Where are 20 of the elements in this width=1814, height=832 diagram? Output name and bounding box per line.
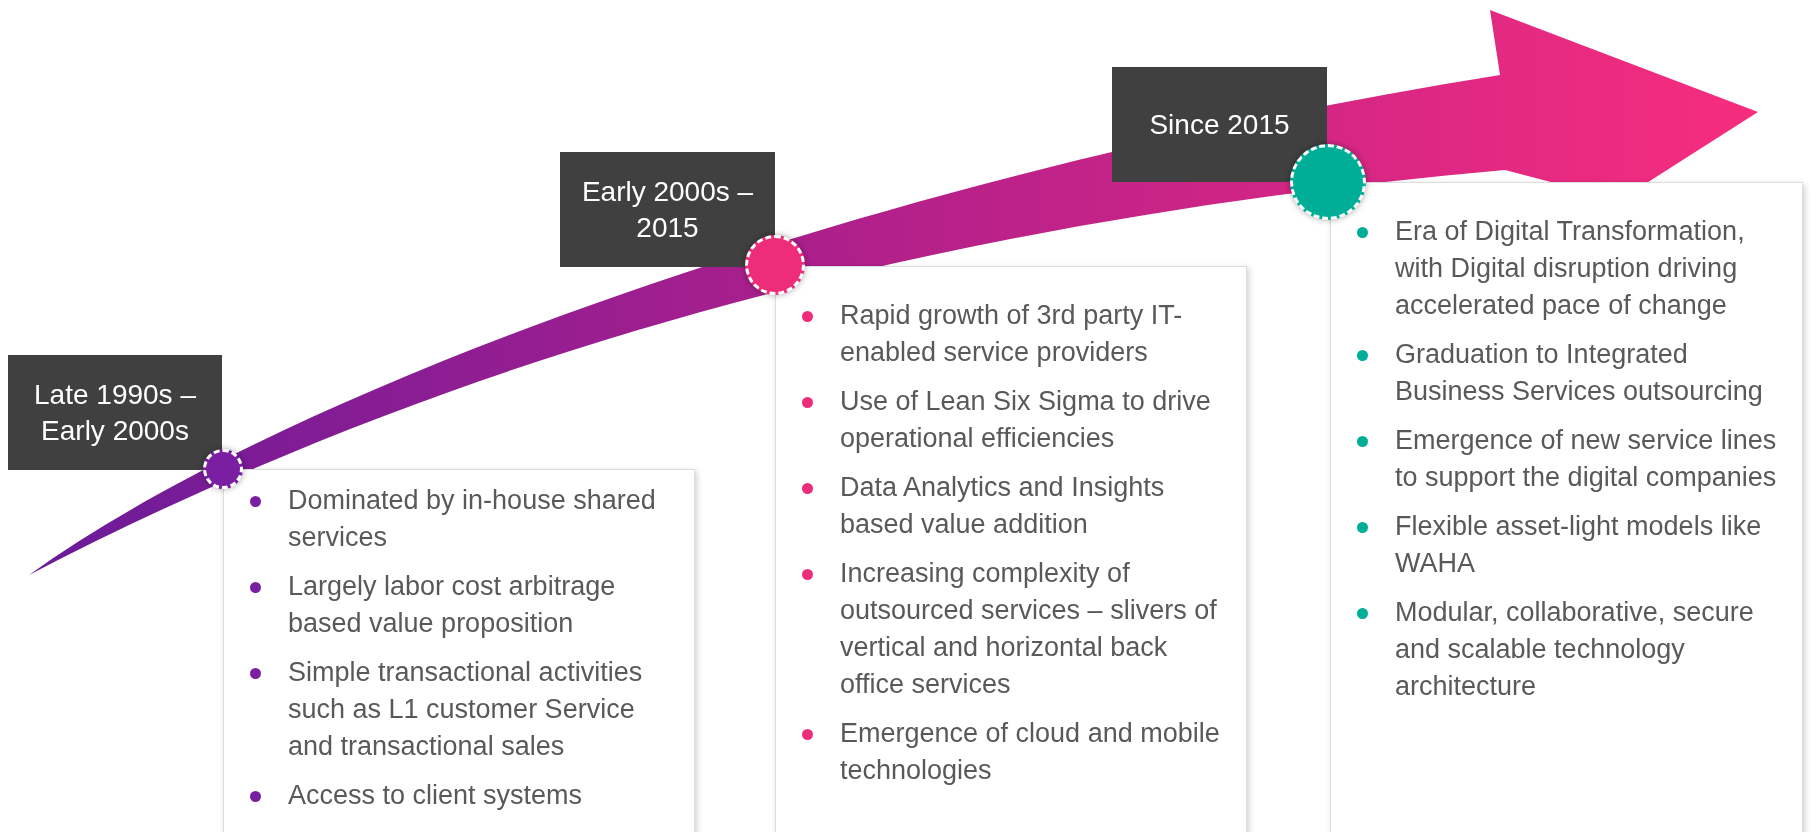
bullet-item: Rapid growth of 3rd party IT-enabled service providers: [796, 297, 1226, 371]
bullet-item: Largely labor cost arbitrage based value proposition: [244, 568, 674, 642]
bullet-item: Modular, collaborative, secure and scalable technology architecture: [1351, 594, 1782, 705]
period-label: Since 2015: [1112, 67, 1327, 182]
bullet-item: Data Analytics and Insights based value addition: [796, 469, 1226, 543]
bullet-item: Simple transactional activities such as L1 customer Service and transactional sales: [244, 654, 674, 765]
text-card: [223, 469, 695, 832]
bullet-item: Graduation to Integrated Business Services outsourcing: [1351, 336, 1782, 410]
bullet-item: Dominated by in-house shared services: [244, 482, 674, 556]
period-label: Late 1990s – Early 2000s: [8, 355, 222, 470]
bullet-item: Flexible asset-light models like WAHA: [1351, 508, 1782, 582]
bullet-item: Emergence of cloud and mobile technologies: [796, 715, 1226, 789]
text-card: [775, 266, 1247, 832]
bullet-item: Emergence of new service lines to support the digital companies: [1351, 422, 1782, 496]
bullet-item: Use of Lean Six Sigma to drive operational efficiencies: [796, 383, 1226, 457]
period-label: Early 2000s – 2015: [560, 152, 775, 267]
text-card: [1330, 182, 1803, 832]
bullet-item: Increasing complexity of outsourced services – slivers of vertical and horizontal back office services: [796, 555, 1226, 703]
bullet-item: Access to client systems: [244, 777, 674, 814]
bullet-item: Era of Digital Transformation, with Digital disruption driving accelerated pace of change: [1351, 213, 1782, 324]
